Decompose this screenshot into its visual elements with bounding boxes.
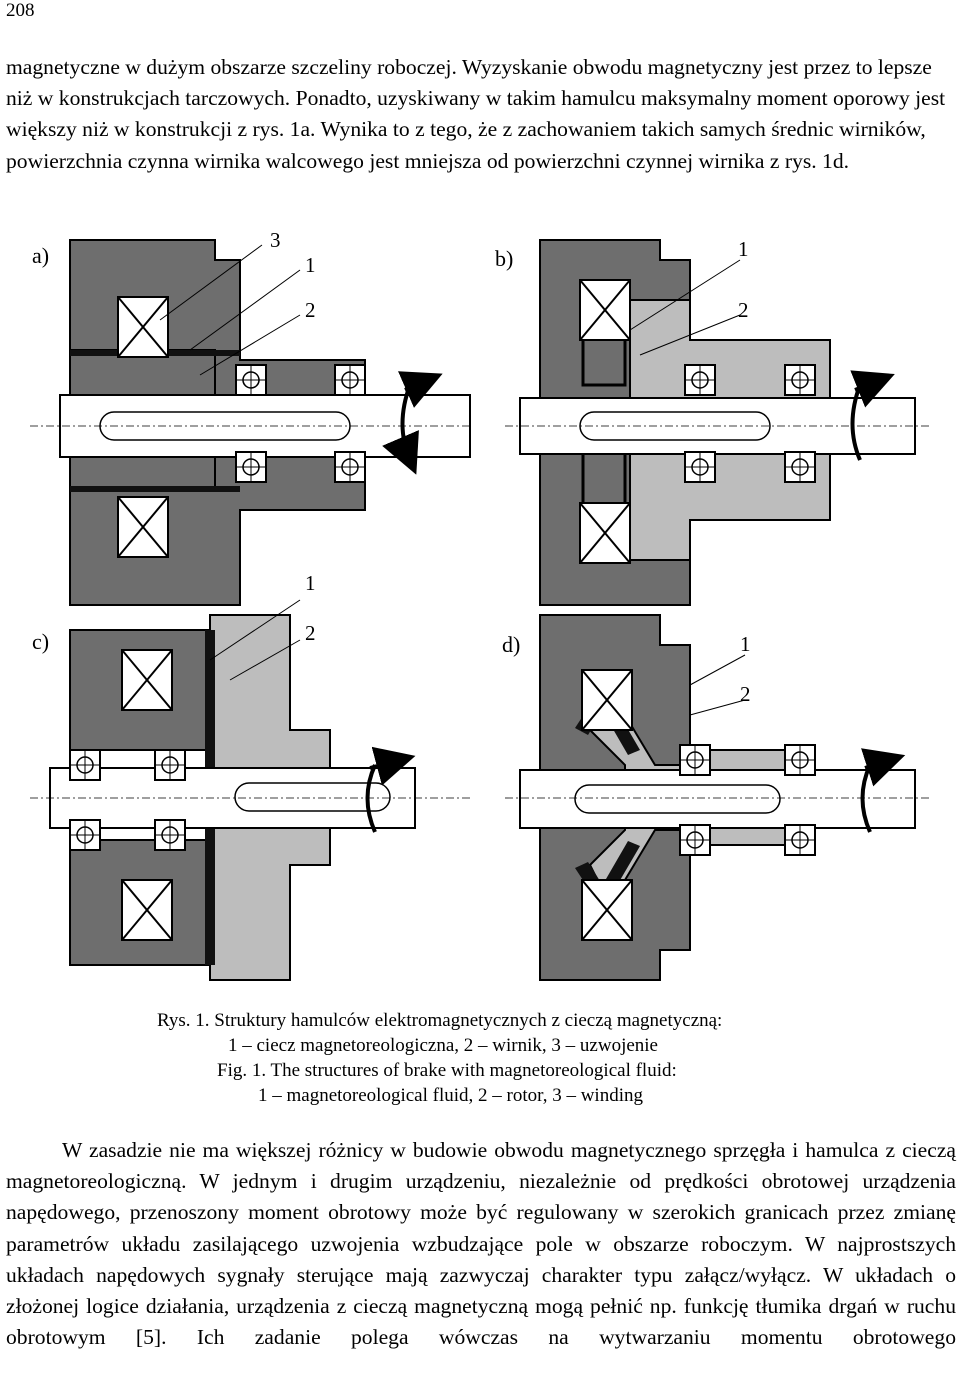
caption-en-title: Fig. 1. The structures of brake with mag… <box>217 1060 677 1081</box>
paragraph-bottom: W zasadzie nie ma większej różnicy w bud… <box>6 1135 956 1353</box>
label-panel-c: c) <box>32 629 49 654</box>
panel-c <box>49 599 416 981</box>
callout-c-1: 1 <box>305 571 316 595</box>
paragraph-bottom-text: W zasadzie nie ma większej różnicy w bud… <box>6 1138 956 1350</box>
callout-a-3: 3 <box>270 228 281 252</box>
label-panel-b: b) <box>495 246 513 271</box>
page-number: 208 <box>6 0 35 21</box>
figure-brake-structures: a) 3 1 2 b) 1 2 c) 1 2 d) 1 2 <box>30 228 930 981</box>
callout-c-2: 2 <box>305 621 316 645</box>
panel-d <box>519 614 916 981</box>
callout-b-1: 1 <box>738 237 749 261</box>
panel-b <box>519 239 916 606</box>
label-panel-a: a) <box>32 243 49 268</box>
label-panel-d: d) <box>502 632 520 657</box>
panel-a <box>59 239 471 606</box>
paragraph-top: magnetyczne w dużym obszarze szczeliny r… <box>6 55 946 173</box>
caption-en-legend: 1 – magnetoreological fluid, 2 – rotor, … <box>258 1085 643 1106</box>
callout-b-2: 2 <box>738 298 749 322</box>
callout-a-1: 1 <box>305 253 316 277</box>
callout-d-2: 2 <box>740 682 751 706</box>
caption-pl-title: Rys. 1. Struktury hamulców elektromagnet… <box>157 1010 723 1031</box>
caption-pl-legend: 1 – ciecz magnetoreologiczna, 2 – wirnik… <box>228 1035 658 1056</box>
callout-a-2: 2 <box>305 298 316 322</box>
callout-d-1: 1 <box>740 632 751 656</box>
